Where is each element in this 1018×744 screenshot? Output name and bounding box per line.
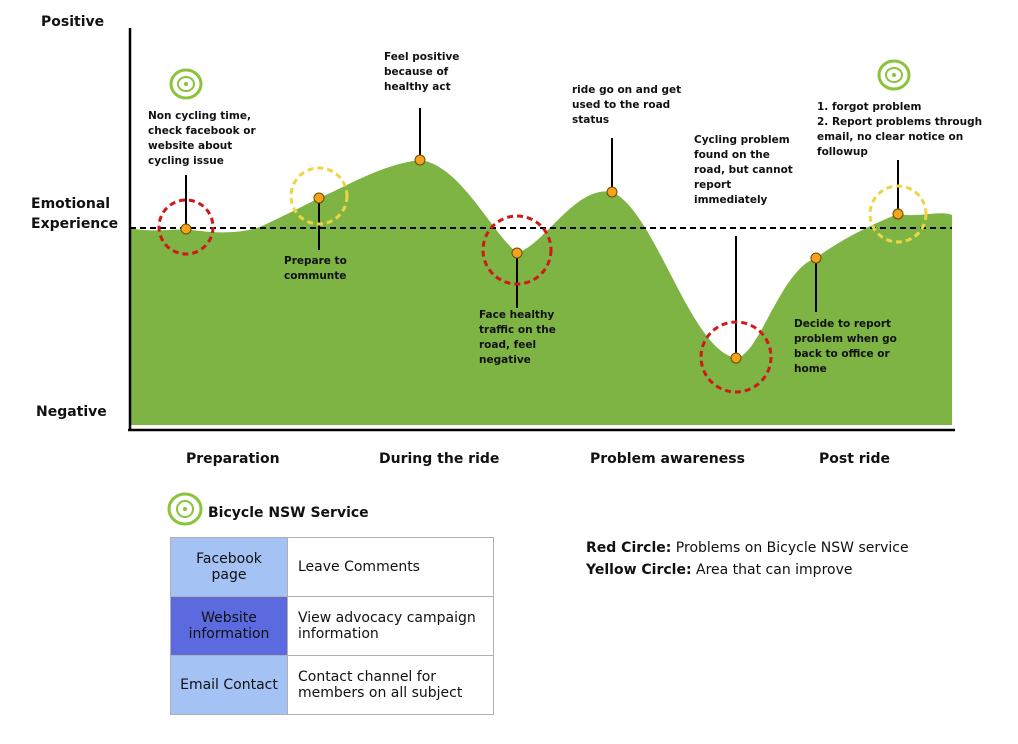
- emotion-curve-area: [130, 160, 952, 425]
- note-3: Feel positive because of healthy act: [384, 51, 460, 93]
- marker-3: [414, 154, 426, 166]
- service-channel-email: Email Contact: [170, 655, 288, 715]
- red-circle-1: [157, 198, 215, 256]
- red-circle-2: [481, 214, 553, 286]
- marker-2: [313, 192, 325, 204]
- legend-yellow-label: Yellow Circle:: [586, 562, 692, 578]
- note-6: Cycling problem found on the road, but c…: [694, 134, 793, 206]
- phase-preparation: Preparation: [186, 451, 280, 467]
- service-row: Facebook page Leave Comments: [170, 537, 494, 597]
- note-4: Face healthy traffic on the road, feel n…: [479, 309, 556, 366]
- note-1: Non cycling time, check facebook or webs…: [148, 110, 256, 167]
- axis-emotional-label: Emotional: [31, 196, 111, 212]
- service-channel-website: Website information: [170, 596, 288, 656]
- service-row: Website information View advocacy campai…: [170, 596, 494, 656]
- service-row: Email Contact Contact channel for member…: [170, 655, 494, 715]
- note-2: Prepare to communte: [284, 255, 347, 282]
- service-description: View advocacy campaign information: [287, 596, 494, 656]
- phase-during-ride: During the ride: [379, 451, 500, 467]
- marker-4: [511, 247, 523, 259]
- bicycle-nsw-logo-icon: [169, 68, 203, 100]
- phase-post-ride: Post ride: [819, 451, 890, 467]
- yellow-circle-2: [868, 184, 928, 244]
- marker-5: [606, 186, 618, 198]
- axis-positive-label: Positive: [41, 14, 105, 30]
- axis-experience-label: Experience: [31, 216, 119, 232]
- yellow-circle-1: [289, 166, 349, 226]
- legend-red-text: Problems on Bicycle NSW service: [675, 540, 909, 556]
- marker-8: [892, 208, 904, 220]
- service-channel-facebook: Facebook page: [170, 537, 288, 597]
- red-circle-3: [699, 320, 773, 394]
- service-description: Contact channel for members on all subje…: [287, 655, 494, 715]
- bicycle-nsw-logo-icon: [877, 59, 911, 91]
- note-7: Decide to report problem when go back to…: [794, 318, 897, 375]
- marker-6: [730, 352, 742, 364]
- legend-yellow-text: Area that can improve: [696, 562, 853, 578]
- legend-yellow: Yellow Circle: Area that can improve: [586, 562, 852, 578]
- axis-negative-label: Negative: [36, 404, 107, 420]
- phase-problem-awareness: Problem awareness: [590, 451, 745, 467]
- legend-red: Red Circle: Problems on Bicycle NSW serv…: [586, 540, 909, 556]
- service-table: Facebook page Leave Comments Website inf…: [170, 537, 494, 715]
- note-5: ride go on and get used to the road stat…: [572, 84, 682, 126]
- bicycle-nsw-logo-icon: [167, 492, 203, 526]
- marker-7: [810, 252, 822, 264]
- service-description: Leave Comments: [287, 537, 494, 597]
- note-8: 1. forgot problem 2. Report problems thr…: [817, 101, 983, 158]
- legend-red-label: Red Circle:: [586, 540, 672, 556]
- marker-1: [180, 223, 192, 235]
- service-title: Bicycle NSW Service: [208, 505, 369, 521]
